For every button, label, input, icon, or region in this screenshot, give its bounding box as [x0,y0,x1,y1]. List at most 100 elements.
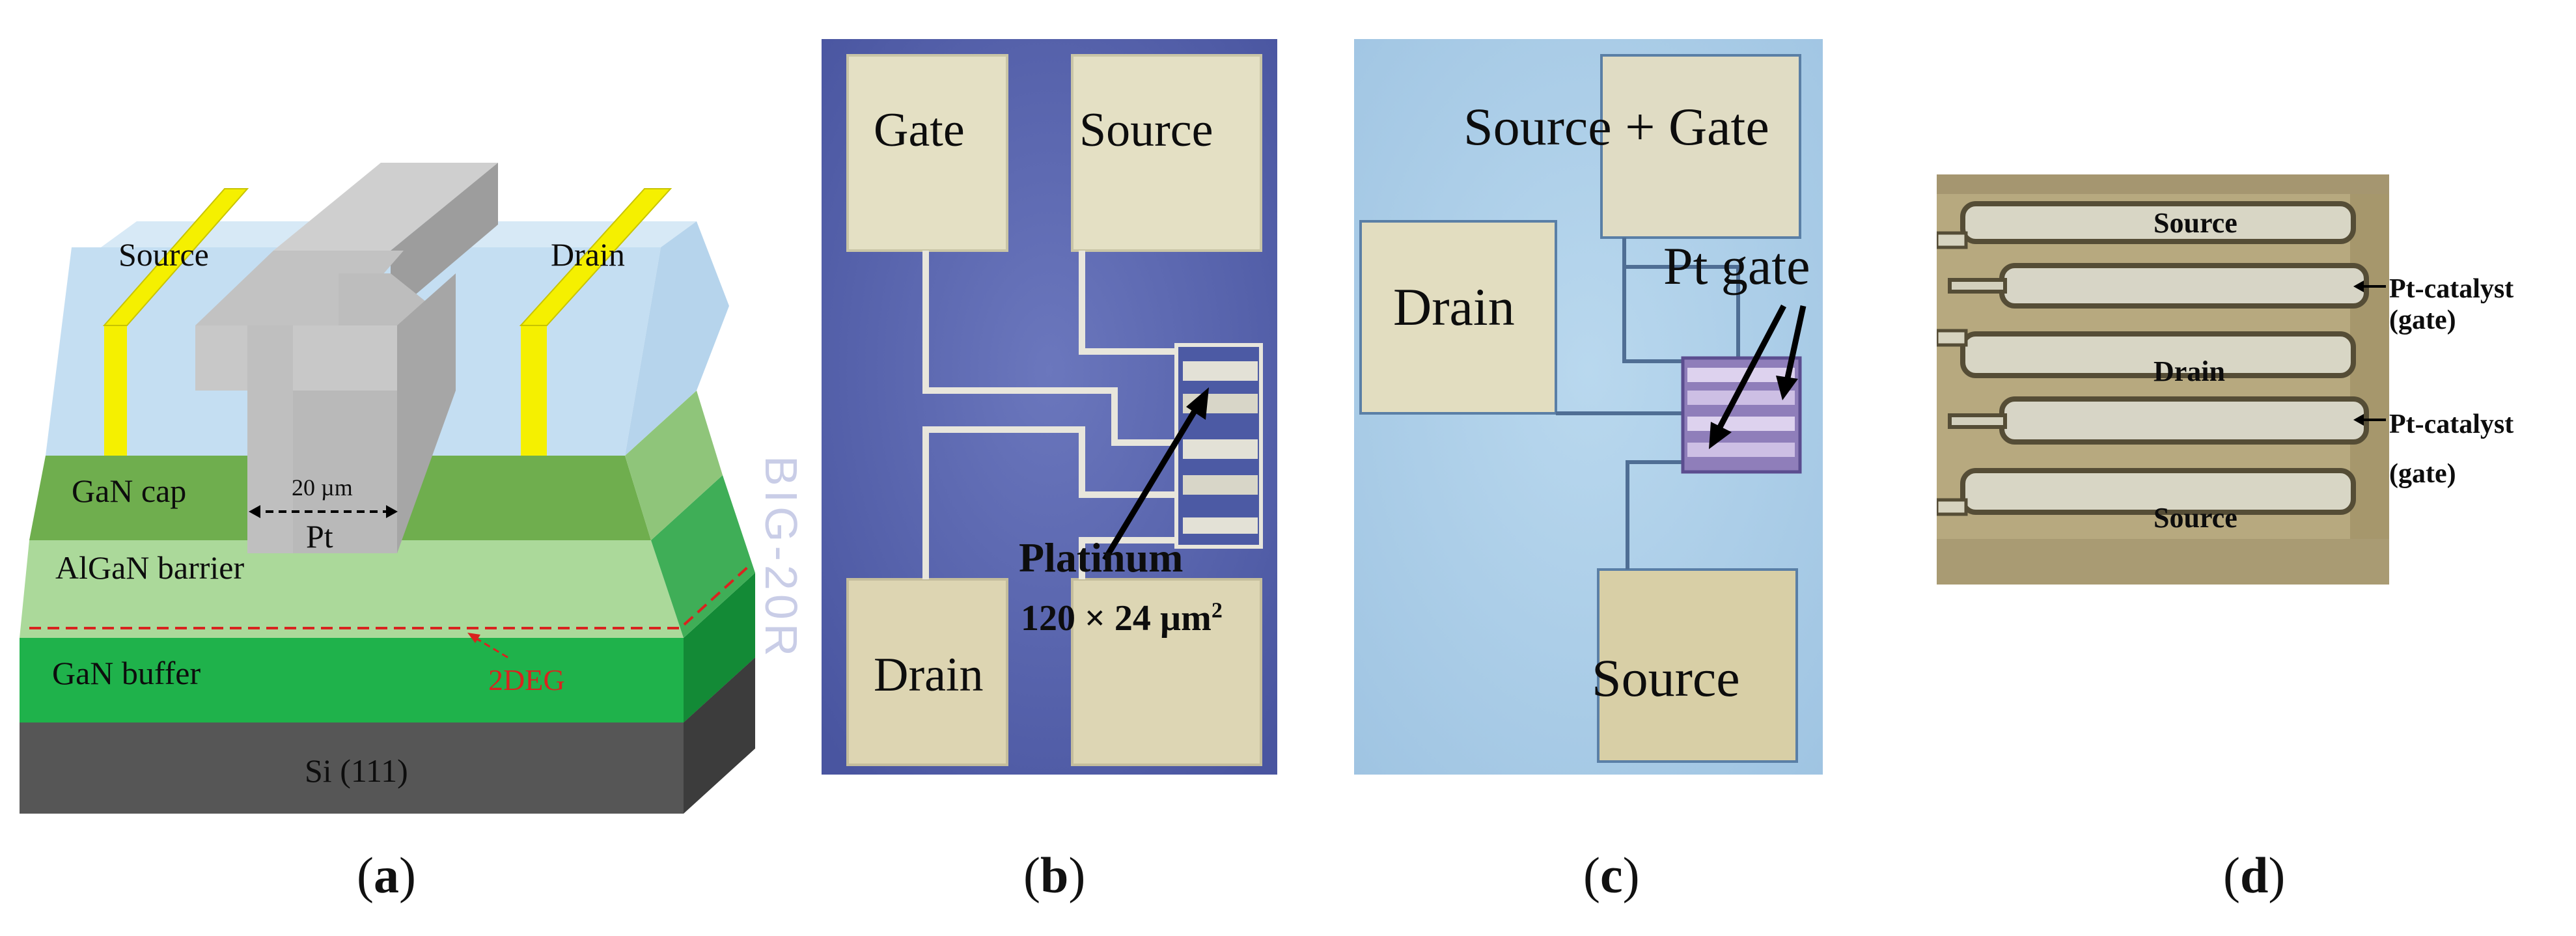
pad-gate-b [846,54,1008,252]
label-width: 20 µm [292,475,353,501]
pad-platinum-b [1071,578,1262,766]
label-catalyst-1-d: Pt-catalyst [2389,274,2514,304]
finger-1-c [1687,368,1795,382]
pt-gate-arrow-1 [1716,304,1786,432]
finger-4-c [1687,443,1795,457]
label-gate-b: Gate [874,103,965,157]
panel-d-micrograph [1937,174,2389,585]
size-value: 120 × 24 µm [1021,598,1212,639]
finger-source-top-d [1960,201,2356,244]
label-source-c: Source [1592,648,1740,708]
size-exponent: 2 [1211,598,1223,623]
label-si-substrate: Si (111) [305,752,408,789]
label-drain-b: Drain [874,648,984,702]
label-pt-gate-c: Pt gate [1663,236,1810,296]
drain-contact-front [521,325,547,456]
label-source-b: Source [1079,103,1213,157]
label-gate-2-d: (gate) [2389,459,2456,489]
caption-b-letter: b [1040,847,1069,903]
label-source-top-d: Source [2154,207,2237,239]
stub-left-2 [1937,329,1968,347]
caption-d-letter: d [2239,847,2269,903]
label-pt: Pt [306,518,333,555]
label-drain-a: Drain [551,236,625,273]
pt-gate-stem-side [397,273,456,553]
stub-left-1 [1937,231,1968,249]
pad-source-c [1597,568,1798,763]
finger-catalyst-2-d [1999,396,2369,445]
pt-gate-arrow-2 [1784,305,1807,381]
caption-b: (b) [1023,847,1086,903]
width-arrow-right-head [386,505,398,518]
finger-1-b [1183,361,1258,381]
label-source-gate-c: Source + Gate [1463,97,1769,156]
pad-source-b [1071,54,1262,252]
gan-buffer-side [684,573,755,723]
label-catalyst-2-d: Pt-catalyst [2389,409,2514,439]
gan-cap-side [625,391,723,540]
label-size-b: 120 × 24 µm2 [1021,598,1223,639]
trace-bottom-b [1079,537,1176,579]
caption-a-letter: a [373,847,399,903]
label-gate-1-d: (gate) [2389,305,2456,335]
source-contact-front [104,325,127,456]
finger-source-bottom-d [1960,468,2356,515]
caption-a: (a) [357,847,416,903]
trace-gate-c [1624,265,1740,361]
finger-2-c [1687,391,1795,405]
finger-3-b [1183,439,1258,459]
platinum-arrow-head [1186,387,1209,420]
panel-c-micrograph [1354,39,1823,775]
finger-drain-d [1960,331,2356,378]
caption-d: (d) [2223,847,2286,903]
catalyst-2-stem [1948,413,2007,429]
twodeg-pointer [471,635,508,659]
trace-gate-b [922,251,1176,446]
catalyst-1-stem [1948,278,2007,294]
pad-source-gate-c [1600,54,1801,239]
pt-gate-back-cap-side [391,163,498,316]
pt-gate-arrow-1-head [1709,422,1732,449]
platinum-arrow [1102,402,1202,562]
trace-source-b [1079,251,1176,355]
pad-drain-b [846,578,1008,766]
catalyst-1-arrow-head [2353,281,2364,292]
si-substrate-side [684,657,755,814]
gan-buffer-front [20,638,684,723]
finger-4-b [1183,475,1258,495]
label-2deg: 2DEG [488,663,565,696]
finger-3-c [1687,417,1795,431]
label-drain-c: Drain [1393,277,1515,337]
label-algan-barrier: AlGaN barrier [55,549,245,586]
trace-top-c [1622,238,1683,363]
panel-b-micrograph [822,39,1277,775]
caption-c-letter: c [1600,847,1623,903]
drain-contact-top [519,188,672,326]
passivation-side [625,221,729,456]
chip-mark-b: BIG-20R [756,456,807,661]
label-gan-buffer: GaN buffer [52,655,201,691]
pt-gate-column [247,325,293,553]
stub-left-3 [1937,498,1968,516]
label-platinum-b: Platinum [1019,534,1184,581]
caption-c: (c) [1583,847,1640,903]
panel-a-device-diagram [20,163,755,814]
finger-5-b [1183,517,1258,534]
bus-bottom-d [1937,539,2389,585]
twodeg-pointer-head [467,633,480,643]
trace-drain-b [922,426,1176,579]
finger-catalyst-1-d [1999,263,2369,309]
pt-gate-back-cap [273,163,498,251]
label-gan-cap: GaN cap [72,473,187,509]
bus-top-d [1937,174,2389,194]
trace-bottom-c [1626,460,1683,570]
label-source-a: Source [118,236,209,273]
catalyst-2-arrow-head [2353,414,2364,426]
micrograph-d-right-shade [2350,174,2389,585]
width-arrow-left-head [249,505,260,518]
source-contact-top [102,188,249,326]
si-substrate-front [20,723,684,814]
pt-gate-arrow-2-head [1776,376,1798,400]
pad-drain-c [1359,220,1557,415]
label-drain-d: Drain [2154,355,2225,387]
